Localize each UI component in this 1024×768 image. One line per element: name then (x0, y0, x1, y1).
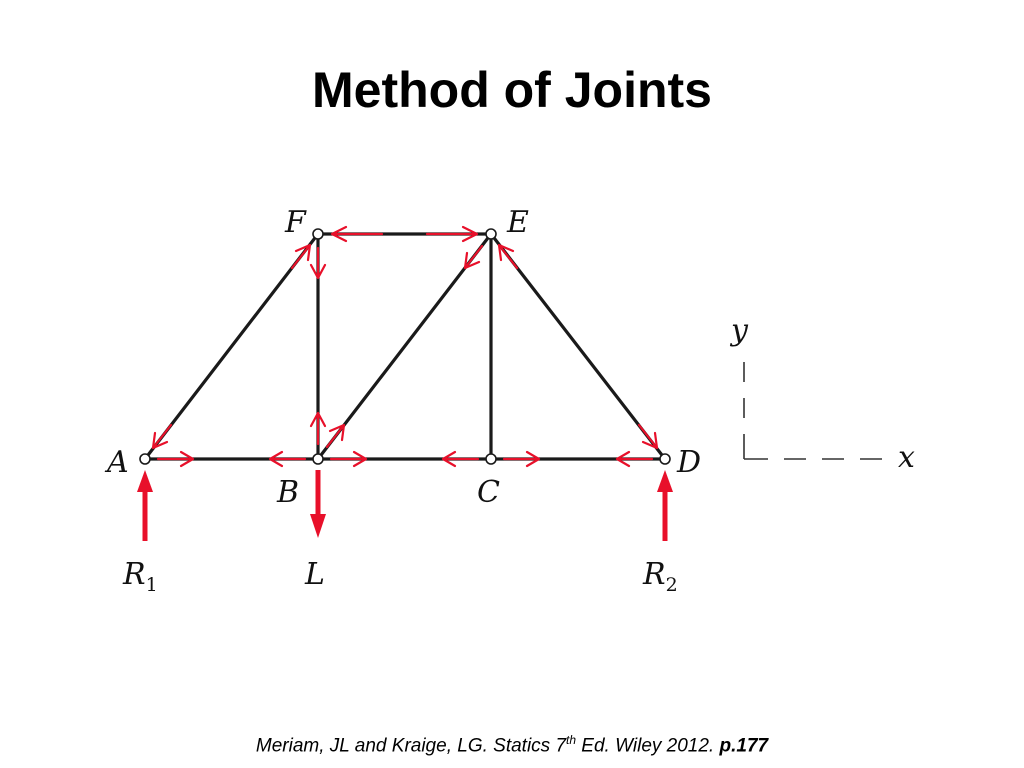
label-R1: R1 (122, 557, 158, 596)
truss-joints (139, 228, 671, 465)
arrow-FB-at-F (309, 246, 327, 280)
label-E: E (506, 205, 529, 240)
reaction-R1-head (137, 470, 153, 492)
label-A: A (104, 445, 129, 480)
arrow-AF-at-F (290, 243, 312, 270)
label-R2-sub: 2 (666, 574, 678, 596)
arrow-ED-at-D (637, 423, 659, 450)
label-R2: R2 (642, 557, 678, 596)
force-arrows (151, 225, 659, 468)
joint-C (485, 453, 497, 465)
arrow-FE-at-F (330, 225, 384, 243)
label-R1-sub: 1 (146, 574, 158, 596)
load-labels: R1 L R2 (122, 557, 678, 596)
label-B: B (276, 475, 299, 510)
label-C: C (477, 475, 500, 510)
citation-text-2: Ed. Wiley 2012. (576, 735, 720, 757)
arrow-BE-at-E (463, 244, 484, 270)
arrow-AB-at-A (156, 450, 195, 468)
arrow-CD-at-D (615, 450, 654, 468)
member-ED (489, 232, 667, 461)
truss-members (143, 232, 667, 461)
axis-x-label: x (898, 440, 915, 475)
arrow-FE-at-E (425, 225, 479, 243)
member-AF (143, 232, 320, 461)
citation-superscript: th (566, 733, 577, 747)
external-loads (137, 470, 673, 541)
citation-page: p.177 (719, 735, 769, 757)
arrow-CD-at-C (502, 450, 541, 468)
coordinate-axes: y x (729, 313, 915, 475)
load-L-head (310, 514, 326, 538)
label-D: D (676, 445, 701, 480)
label-L: L (304, 557, 325, 592)
label-R1-main: R (122, 557, 146, 592)
joint-A (139, 453, 151, 465)
citation: Meriam, JL and Kraige, LG. Statics 7th E… (0, 733, 1024, 757)
joint-labels: A B C D E F (104, 205, 701, 510)
citation-text: Meriam, JL and Kraige, LG. Statics 7 (255, 735, 567, 757)
joint-B (312, 453, 324, 465)
reaction-R2-head (657, 470, 673, 492)
arrow-AF-at-A (151, 423, 173, 450)
label-R2-main: R (642, 557, 666, 592)
arrow-ED-at-E (497, 243, 519, 270)
arrow-BC-at-C (441, 450, 480, 468)
joint-D (659, 453, 671, 465)
axis-y-label: y (729, 313, 749, 348)
label-F: F (284, 205, 307, 240)
member-BE (316, 232, 493, 461)
arrow-BC-at-B (329, 450, 368, 468)
arrow-AB-at-B (268, 450, 307, 468)
joint-E (485, 228, 497, 240)
joint-F (312, 228, 324, 240)
arrow-FB-at-B (309, 411, 327, 446)
slide-title: Method of Joints (312, 62, 712, 118)
arrow-BE-at-B (325, 423, 346, 449)
